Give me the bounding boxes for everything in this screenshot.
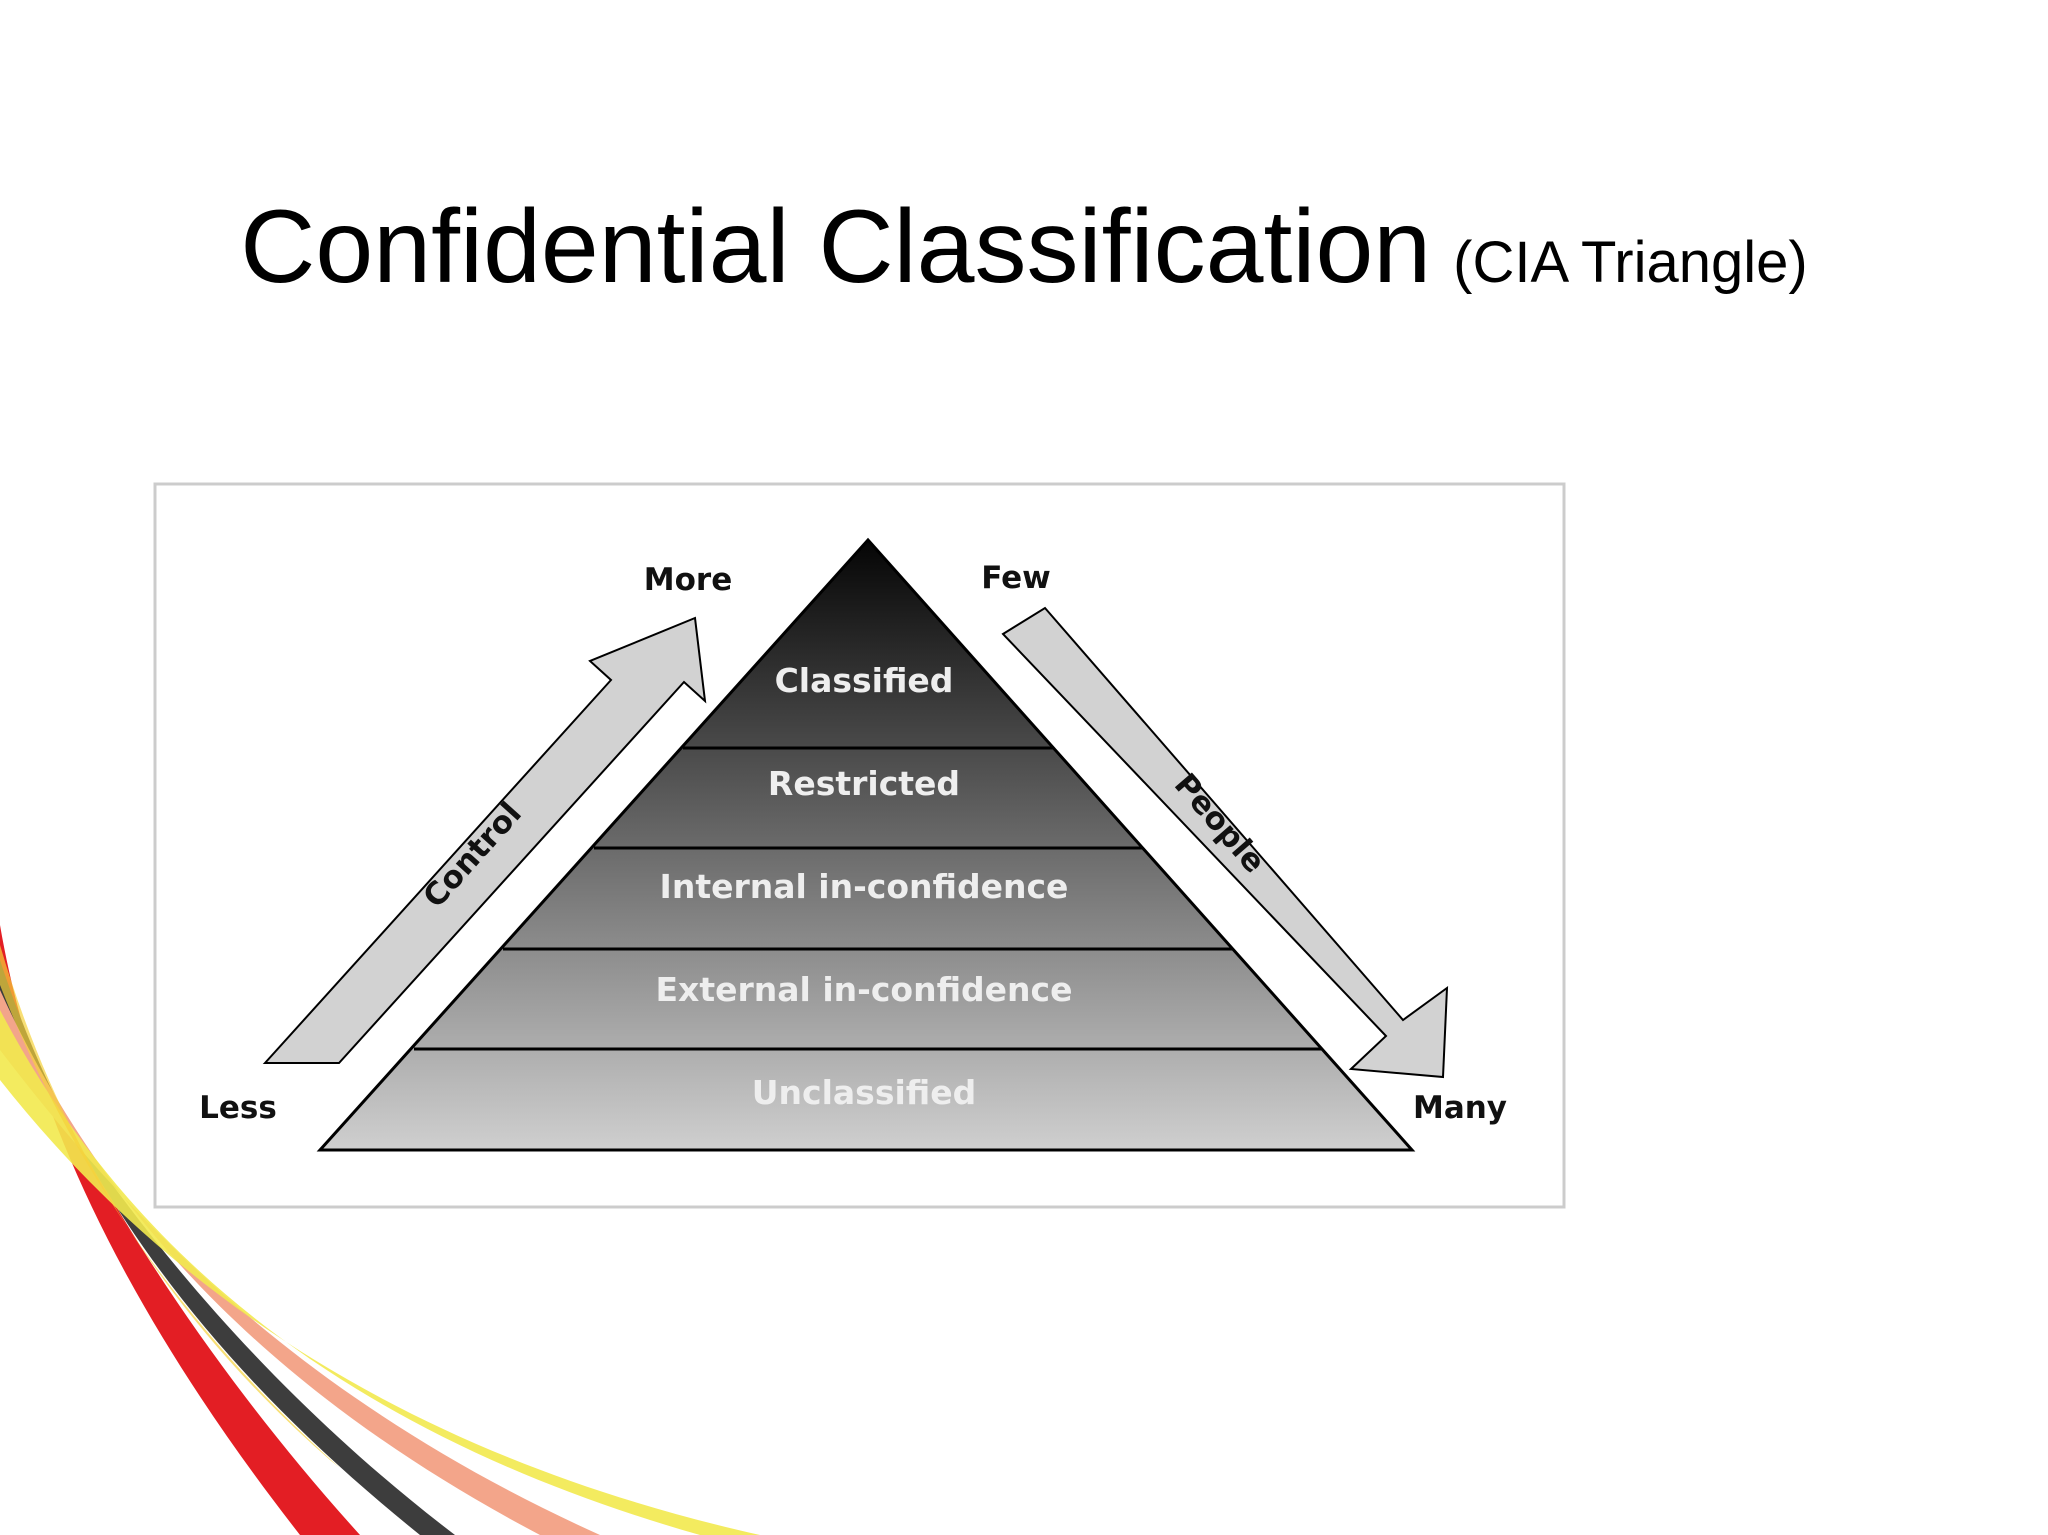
level-label-external: External in-confidence — [656, 970, 1073, 1009]
level-label-classified: Classified — [775, 661, 954, 700]
control-arrow — [262, 616, 707, 1064]
level-label-unclassified: Unclassified — [752, 1073, 977, 1112]
slide-title: Confidential Classification (CIA Triangle… — [0, 188, 2048, 307]
title-subtitle: (CIA Triangle) — [1453, 230, 1808, 295]
control-start-label: Less — [199, 1090, 277, 1126]
title-main: Confidential Classification — [240, 189, 1432, 305]
pyramid — [316, 537, 1416, 1152]
level-label-restricted: Restricted — [768, 764, 960, 803]
people-arrow — [1001, 606, 1449, 1079]
people-end-label: Many — [1413, 1090, 1507, 1126]
people-start-label: Few — [981, 560, 1051, 596]
control-end-label: More — [644, 562, 732, 598]
level-label-internal: Internal in-confidence — [660, 867, 1069, 906]
cia-triangle-figure: Classified Restricted Internal in-confid… — [153, 482, 1566, 1209]
